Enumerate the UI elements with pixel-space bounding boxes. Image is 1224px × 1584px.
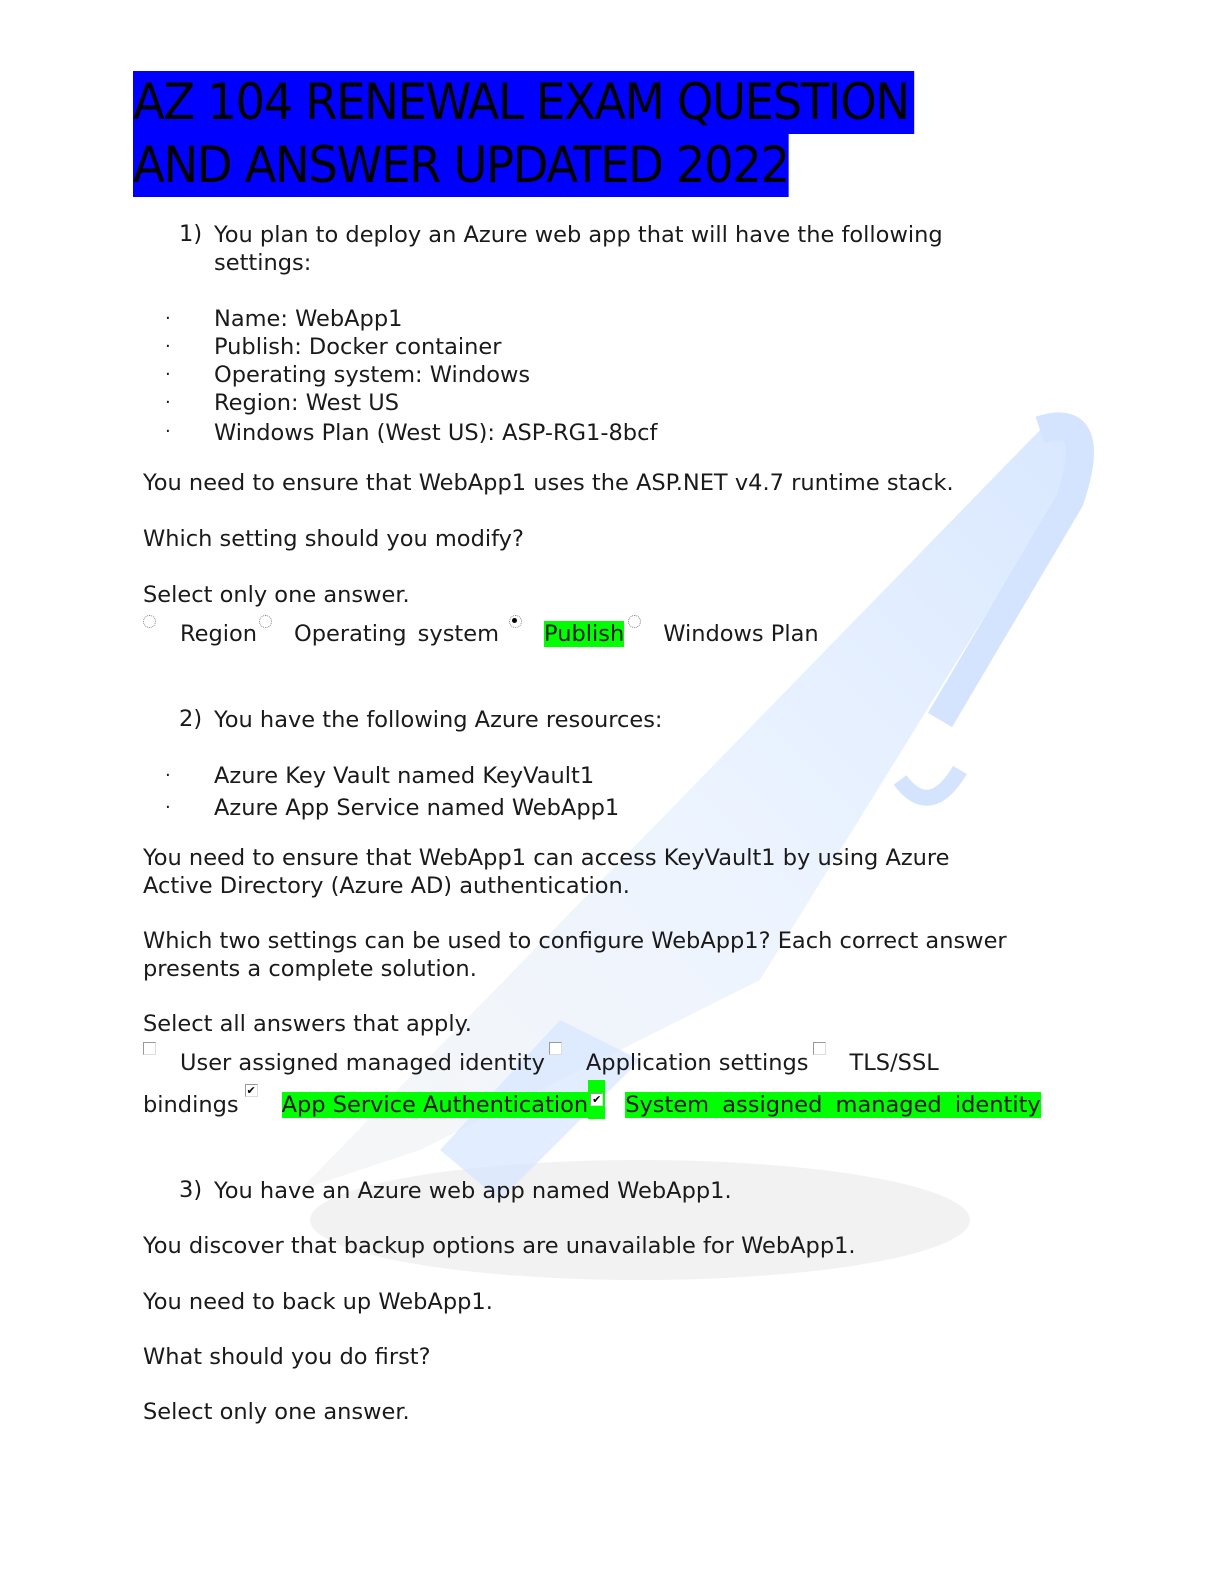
question-1-number: 1) — [179, 221, 203, 247]
title-line-1: AZ 104 RENEWAL EXAM QUESTION — [133, 71, 915, 134]
radio-windows-plan[interactable] — [628, 615, 642, 628]
option-label-tls-ssl[interactable]: TLS/SSL — [849, 1050, 939, 1076]
q1-bullet-item: Operating system: Windows — [214, 362, 531, 388]
checkbox-tls-ssl-bindings[interactable] — [812, 1042, 826, 1055]
option-label-application-settings[interactable]: Application settings — [585, 1050, 809, 1076]
bullet-icon: · — [165, 765, 171, 786]
question-3-discover: You discover that backup options are una… — [143, 1233, 856, 1259]
option-label-windows-plan[interactable]: Windows Plan — [663, 621, 819, 647]
bullet-icon: · — [165, 421, 171, 442]
bullet-icon: · — [165, 364, 171, 385]
document-title: AZ 104 RENEWAL EXAM QUESTION AND ANSWER … — [133, 71, 973, 197]
question-1-instruction: Select only one answer. — [143, 582, 410, 608]
title-line-2: AND ANSWER UPDATED 2022 — [133, 134, 790, 197]
question-2-need-cont: Active Directory (Azure AD) authenticati… — [143, 873, 630, 899]
q2-bullet-item: Azure Key Vault named KeyVault1 — [214, 763, 595, 789]
question-2-number: 2) — [179, 706, 203, 732]
question-2-options-row-1: User assigned managed identity Applicati… — [143, 1042, 939, 1076]
q1-bullet-item: Name: WebApp1 — [214, 306, 403, 332]
question-3-number: 3) — [179, 1177, 203, 1203]
question-1-options: Region Operating system Publish Windows … — [143, 615, 819, 647]
checkbox-system-assigned-identity-checked[interactable]: ✔ — [590, 1093, 604, 1106]
question-2-question-cont: presents a complete solution. — [143, 956, 477, 982]
bullet-icon: · — [165, 392, 171, 413]
question-1-prompt: You plan to deploy an Azure web app that… — [214, 222, 943, 248]
question-3-need: You need to back up WebApp1. — [143, 1289, 493, 1315]
option-label-tls-ssl-cont[interactable]: bindings — [143, 1092, 239, 1118]
option-label-publish[interactable]: Publish — [544, 621, 625, 647]
question-2-question: Which two settings can be used to config… — [143, 928, 1007, 954]
option-label-user-assigned-identity[interactable]: User assigned managed identity — [180, 1050, 545, 1076]
checkbox-app-service-authentication-checked[interactable]: ✔ — [244, 1084, 258, 1097]
bullet-icon: · — [165, 308, 171, 329]
q1-bullet-item: Windows Plan (West US): ASP-RG1-8bcf — [214, 420, 658, 446]
radio-publish-selected[interactable] — [509, 615, 523, 628]
q2-bullet-item: Azure App Service named WebApp1 — [214, 795, 620, 821]
question-1-prompt-cont: settings: — [214, 250, 312, 276]
question-3-instruction: Select only one answer. — [143, 1399, 410, 1425]
option-label-operating-system[interactable]: Operating system — [294, 621, 500, 647]
radio-operating-system[interactable] — [259, 615, 273, 628]
option-label-region[interactable]: Region — [180, 621, 258, 647]
bullet-icon: · — [165, 797, 171, 818]
checkbox-user-assigned-identity[interactable] — [143, 1042, 156, 1055]
question-1-question: Which setting should you modify? — [143, 526, 524, 552]
question-3-prompt: You have an Azure web app named WebApp1. — [214, 1178, 732, 1204]
question-3-question: What should you do first? — [143, 1344, 431, 1370]
question-2-prompt: You have the following Azure resources: — [214, 707, 663, 733]
bullet-icon: · — [165, 336, 171, 357]
option-label-system-assigned-identity[interactable]: System assigned managed identity — [625, 1092, 1041, 1118]
radio-region[interactable] — [143, 615, 156, 628]
checkbox-highlight: ✔ — [588, 1080, 606, 1119]
option-label-app-service-authentication[interactable]: App Service Authentication — [281, 1092, 589, 1118]
question-1-need: You need to ensure that WebApp1 uses the… — [143, 470, 954, 496]
checkbox-application-settings[interactable] — [548, 1042, 562, 1055]
q1-bullet-item: Publish: Docker container — [214, 334, 502, 360]
question-2-options-row-2: bindings ✔ App Service Authentication ✔ … — [143, 1080, 1041, 1131]
question-2-instruction: Select all answers that apply. — [143, 1011, 472, 1037]
q1-bullet-item: Region: West US — [214, 390, 399, 416]
question-2-need: You need to ensure that WebApp1 can acce… — [143, 845, 950, 871]
